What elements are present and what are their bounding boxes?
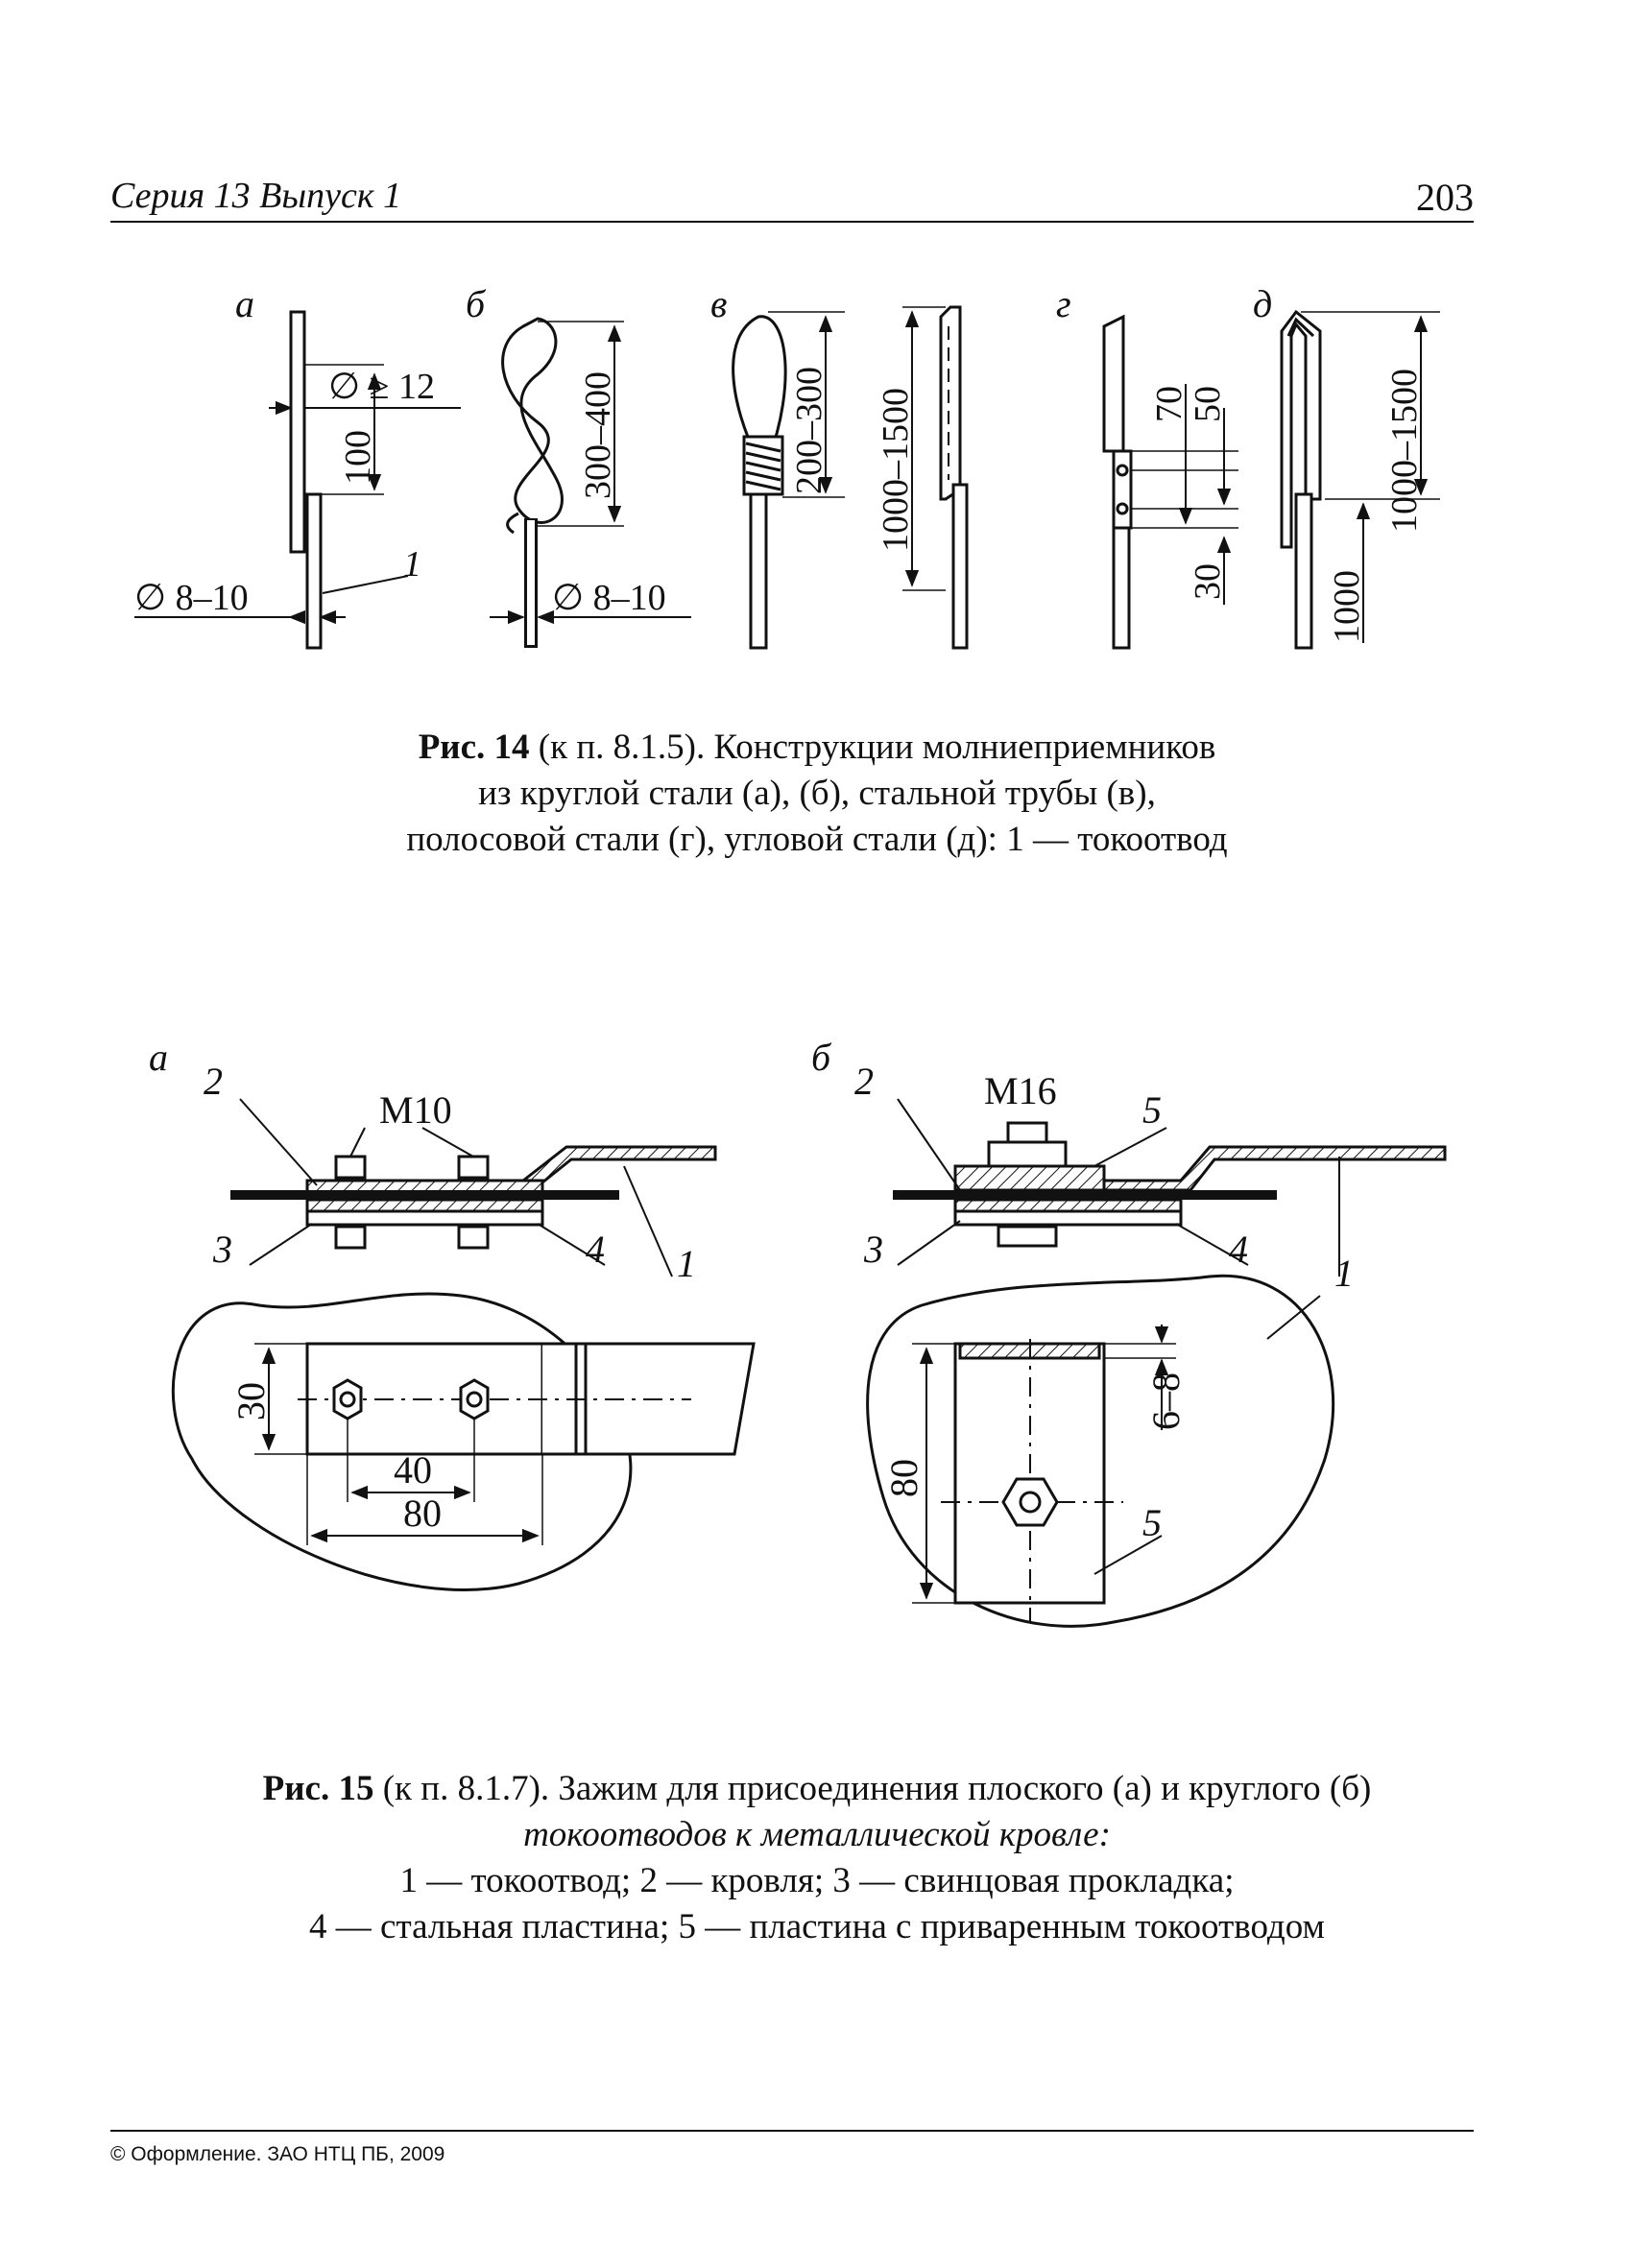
fig14-caption-line2: из круглой стали (а), (б), стальной труб… [478,774,1156,813]
fig14-label-g: г [1056,282,1071,325]
series-title: Серия 13 Выпуск 1 [110,176,402,216]
dim-a-dia: ∅ 8–10 [134,578,249,618]
clamp-a-section [230,1098,717,1277]
clamp-a-label-4: 4 [586,1228,605,1271]
fig15-caption-line4: 4 — стальная пластина; 5 — пластина с пр… [309,1907,1325,1946]
fig15-label-b: б [811,1037,832,1079]
clamp-b-bolt: М16 [984,1069,1057,1112]
clamp-a-plan [172,1292,756,1591]
clamp-b-label-1: 1 [1334,1252,1354,1295]
figure-14: а б в г д ∅ ≥ 12 100 ∅ 8–10 1 300–400 ∅ … [134,282,1440,650]
clamp-a-bolt: М10 [379,1088,452,1132]
fig15-label-a: а [149,1037,168,1079]
dim-d-1000: 1000 [1327,570,1367,643]
fig14-label-a: а [235,282,254,325]
fig14-caption-line3: полосовой стали (г), угловой стали (д): … [406,820,1228,859]
leader-1: 1 [403,544,421,585]
rod-d [1280,309,1440,650]
dim-v-len1: 200–300 [789,367,829,494]
clamp-b-dim-80: 80 [882,1459,925,1497]
clamp-a-label-2: 2 [204,1060,223,1103]
rod-a [134,310,461,650]
page-footer: © Оформление. ЗАО НТЦ ПБ, 2009 [110,2130,1474,2165]
fig14-label-d: д [1253,282,1272,325]
fig15-caption-title: Рис. 15 [262,1769,374,1808]
clamp-a-label-3: 3 [212,1228,232,1271]
rod-v [732,305,969,650]
dim-d-len: 1000–1500 [1384,369,1425,533]
dim-g-50: 50 [1188,386,1228,422]
clamp-b-label-2: 2 [854,1060,874,1103]
dim-a-dia-min: ∅ ≥ 12 [328,367,435,407]
clamp-b-plan [866,1274,1334,1628]
dim-a-100: 100 [338,430,378,485]
dim-b-len: 300–400 [578,371,618,499]
fig14-caption: Рис. 14 (к п. 8.1.5). Конструкции молние… [0,725,1634,863]
copyright: © Оформление. ЗАО НТЦ ПБ, 2009 [110,2143,445,2165]
fig14-caption-title: Рис. 14 [418,728,530,767]
dim-b-dia: ∅ 8–10 [552,578,666,618]
fig15-caption: Рис. 15 (к п. 8.1.7). Зажим для присоеди… [0,1766,1634,1950]
clamp-b-label-5b: 5 [1142,1501,1162,1544]
fig15-caption-line2: токоотводов к металлической кровле: [523,1815,1111,1854]
rod-g [1102,314,1238,650]
fig14-caption-line1: (к п. 8.1.5). Конструкции молниеприемник… [529,728,1216,767]
clamp-b-label-3: 3 [863,1228,883,1271]
clamp-b-dim-6-8: 6–8 [1144,1373,1188,1430]
clamp-a-dim-40: 40 [394,1448,432,1492]
fig15-caption-line3: 1 — токоотвод; 2 — кровля; 3 — свинцовая… [399,1861,1235,1900]
dim-g-70: 70 [1149,386,1189,422]
page-number: 203 [1416,176,1474,219]
clamp-a-label-1: 1 [677,1242,696,1285]
clamp-b-label-4: 4 [1229,1228,1248,1271]
fig14-label-b: б [466,282,487,325]
dim-g-30: 30 [1188,563,1228,600]
fig15-caption-line1: (к п. 8.1.7). Зажим для присоединения пл… [373,1769,1372,1808]
clamp-a-dim-80: 80 [403,1492,442,1535]
clamp-b-section [893,1098,1447,1277]
fig14-label-v: в [710,282,727,325]
figure-15: а б М10 2 3 4 1 30 40 80 М16 2 5 3 4 1 6… [149,1037,1447,1628]
clamp-a-dim-30: 30 [229,1382,273,1420]
rod-b [490,317,691,648]
clamp-b-label-5: 5 [1142,1088,1162,1132]
page-header: Серия 13 Выпуск 1 203 [110,171,1474,223]
dim-v-len2: 1000–1500 [876,388,916,552]
